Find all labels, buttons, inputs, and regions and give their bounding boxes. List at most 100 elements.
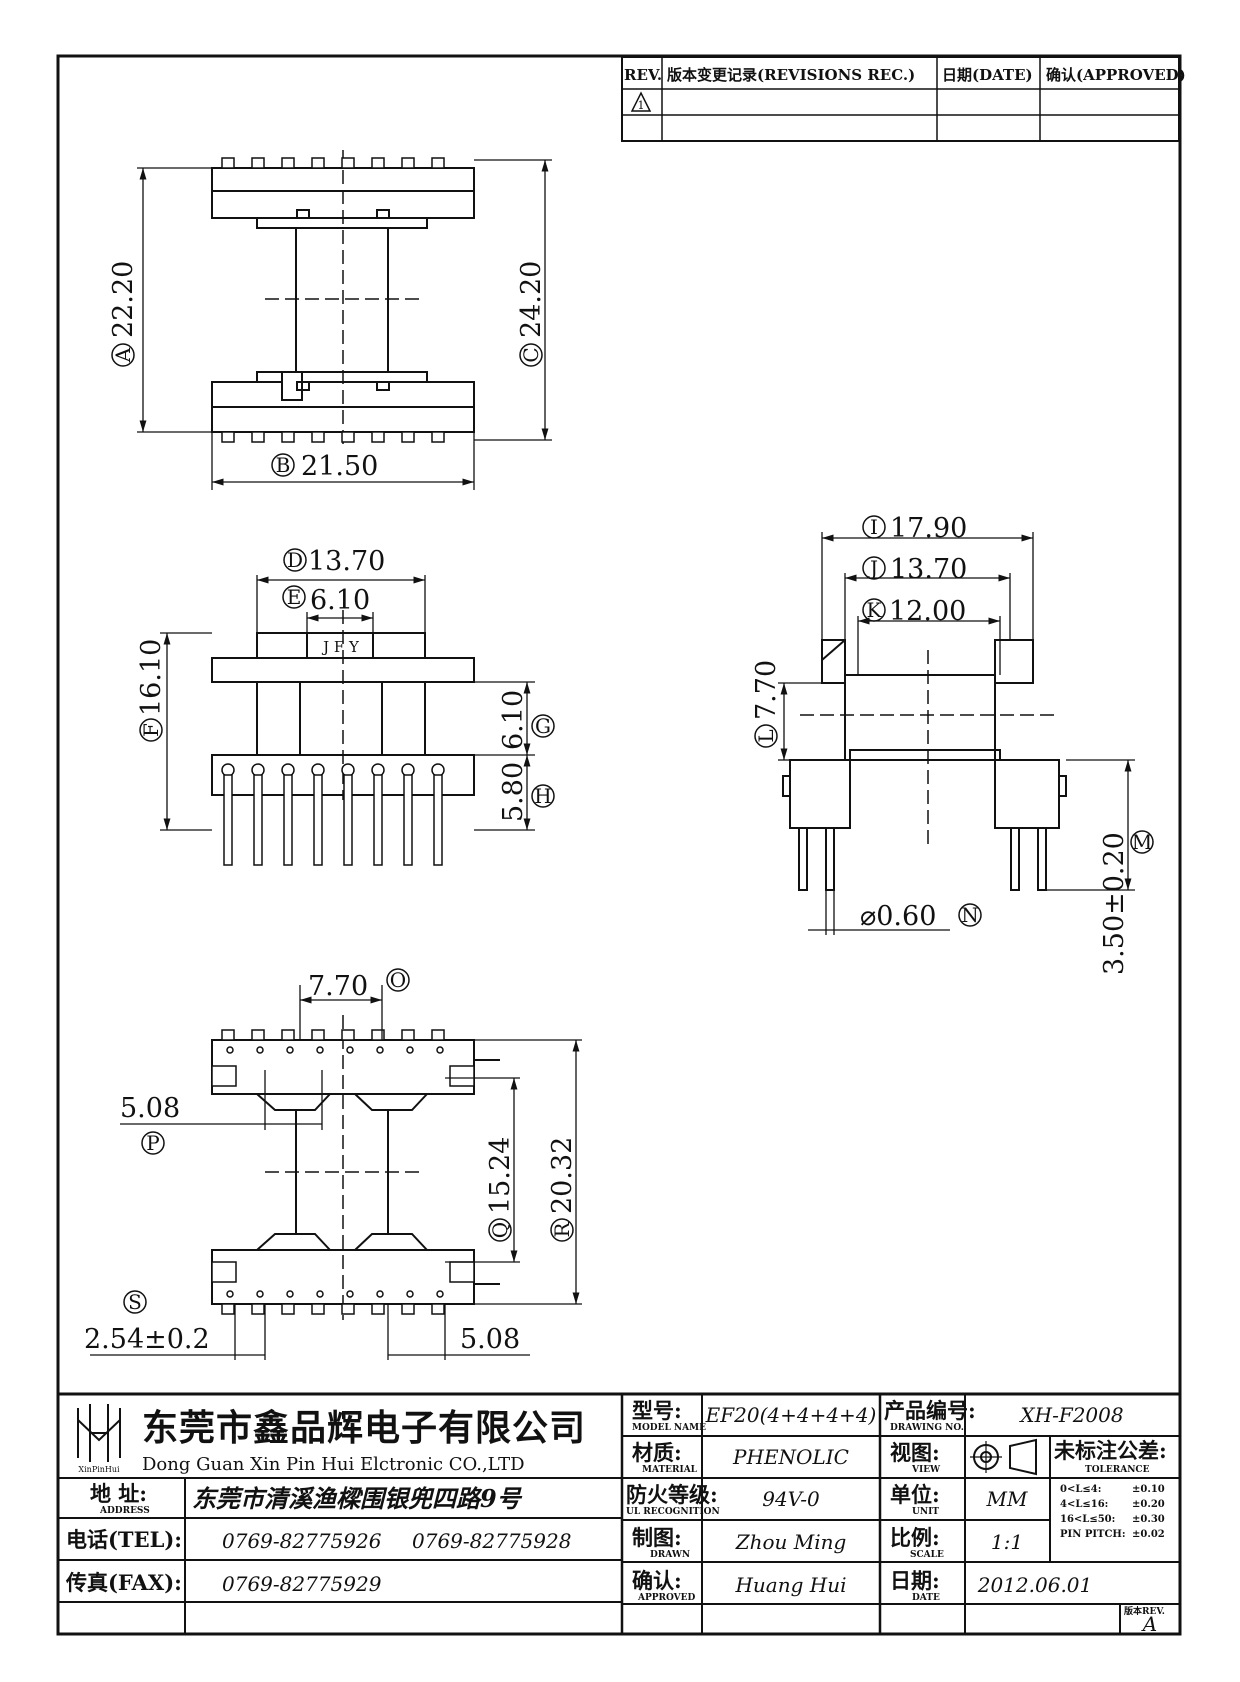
pin-dot <box>316 1046 324 1054</box>
dim-p-tag: P <box>146 1131 159 1155</box>
pin-stub <box>221 1303 235 1315</box>
pin-stub <box>341 1303 355 1315</box>
pin-lead <box>223 774 233 866</box>
pin-stub <box>371 1303 385 1315</box>
tolerance-value: ±0.10 <box>1132 1484 1165 1495</box>
pin-hole <box>431 763 445 777</box>
pin-dot <box>256 1290 264 1298</box>
pin-dot <box>376 1046 384 1054</box>
top-pin <box>431 157 445 169</box>
dim-l-value: 7.70 <box>751 660 782 720</box>
dim-i-value: 17.90 <box>890 513 967 544</box>
approved-label: 确认: <box>632 1568 682 1593</box>
dim-d-tag: D <box>287 548 303 572</box>
scale-sub: SCALE <box>910 1550 944 1560</box>
date-header: 日期(DATE) <box>942 66 1033 84</box>
pin-lead <box>313 774 323 866</box>
pin-dot <box>346 1046 354 1054</box>
tolerance-value: ±0.20 <box>1132 1499 1165 1510</box>
dim-l-tag: L <box>754 729 778 742</box>
bottom-pin <box>251 431 265 443</box>
top-pin <box>401 157 415 169</box>
flammability-value: 94V-0 <box>762 1487 820 1511</box>
dim-m-value: 3.50±0.20 <box>1099 832 1130 975</box>
top-pin <box>341 157 355 169</box>
dim-k-tag: K <box>867 598 883 622</box>
company-logo <box>77 1404 121 1462</box>
revision-block <box>621 56 1180 142</box>
tolerance-sub: TOLERANCE <box>1085 1465 1150 1475</box>
drawing-no-value: XH-F2008 <box>1018 1403 1123 1427</box>
tolerance-table: 0<L≤4:±0.104<L≤16:±0.2016<L≤50:±0.30PIN … <box>1060 1484 1165 1540</box>
dim-r-tag: R <box>550 1222 574 1238</box>
pin-hole <box>371 763 385 777</box>
dim-c-tag: C <box>519 347 543 362</box>
pin-stub <box>311 1029 325 1041</box>
dim-h-value: 5.80 <box>498 762 529 822</box>
pin-stub <box>431 1029 445 1041</box>
pin-dot <box>286 1290 294 1298</box>
dim-f-tag: F <box>139 723 163 737</box>
dim-e-tag: E <box>287 585 302 609</box>
view-sub: VIEW <box>911 1465 941 1475</box>
revision-value: A <box>1141 1612 1157 1636</box>
tel-1: 0769-82775926 <box>222 1529 382 1553</box>
dim-d-value: 13.70 <box>308 546 385 577</box>
company-name-cn: 东莞市鑫品辉电子有限公司 <box>142 1407 586 1449</box>
approved-sub: APPROVED <box>637 1593 696 1603</box>
company-name-en: Dong Guan Xin Pin Hui Elctronic CO.,LTD <box>142 1454 525 1475</box>
title-block-grid <box>58 1392 1180 1634</box>
revision-label: 版本REV. <box>1123 1605 1165 1617</box>
material-label: 材质: <box>632 1440 682 1465</box>
pin-lead <box>433 774 443 866</box>
bottom-view-pins <box>211 1029 475 1315</box>
drawing-no-label: 产品编号: <box>884 1398 976 1423</box>
pin-stub <box>401 1029 415 1041</box>
bottom-pin <box>341 431 355 443</box>
pin-dot <box>286 1046 294 1054</box>
pin-dot <box>226 1046 234 1054</box>
unit-value: MM <box>986 1487 1028 1511</box>
pin-dot <box>376 1290 384 1298</box>
bottom-pin <box>311 431 325 443</box>
pin-dot <box>436 1290 444 1298</box>
top-pin <box>281 157 295 169</box>
address-sub: ADDRESS <box>99 1506 150 1516</box>
pin-stub <box>341 1029 355 1041</box>
tolerance-range: 0<L≤4: <box>1060 1484 1101 1495</box>
top-view <box>211 150 475 450</box>
dim-m-tag: M <box>1132 830 1152 854</box>
address-value: 东莞市清溪渔樑围银兜四路9号 <box>192 1484 523 1513</box>
unit-sub: UNIT <box>912 1507 939 1517</box>
fax-label: 传真(FAX): <box>65 1570 182 1595</box>
view-label: 视图: <box>890 1440 940 1465</box>
tolerance-range: 4<L≤16: <box>1060 1499 1108 1510</box>
dim-i-tag: I <box>870 515 878 539</box>
dim-k-value: 12.00 <box>889 596 966 627</box>
pin-stub <box>401 1303 415 1315</box>
dim-j-tag: J <box>868 556 878 580</box>
pin-stub <box>281 1029 295 1041</box>
front-view-marking: J F Y <box>321 638 360 656</box>
pin-hole <box>251 763 265 777</box>
front-view-pins <box>221 763 445 866</box>
pin-lead <box>283 774 293 866</box>
pin-dot <box>256 1046 264 1054</box>
bottom-pin <box>401 431 415 443</box>
tolerance-range: PIN PITCH: <box>1060 1529 1126 1540</box>
pin-lead <box>343 774 353 866</box>
top-pin <box>221 157 235 169</box>
tel-label: 电话(TEL): <box>66 1527 182 1552</box>
pin-stub <box>251 1029 265 1041</box>
tolerance-range: 16<L≤50: <box>1060 1514 1115 1525</box>
revisions-header: 版本变更记录(REVISIONS REC.) <box>667 66 915 84</box>
approved-value: Huang Hui <box>734 1573 846 1597</box>
dim-o-value: 7.70 <box>308 971 368 1002</box>
model-label: 型号: <box>632 1398 682 1423</box>
bottom-pin <box>221 431 235 443</box>
top-pin <box>311 157 325 169</box>
dim-o-tag: O <box>390 968 406 992</box>
rev-mark: 1 <box>638 99 645 112</box>
pin-hole <box>281 763 295 777</box>
